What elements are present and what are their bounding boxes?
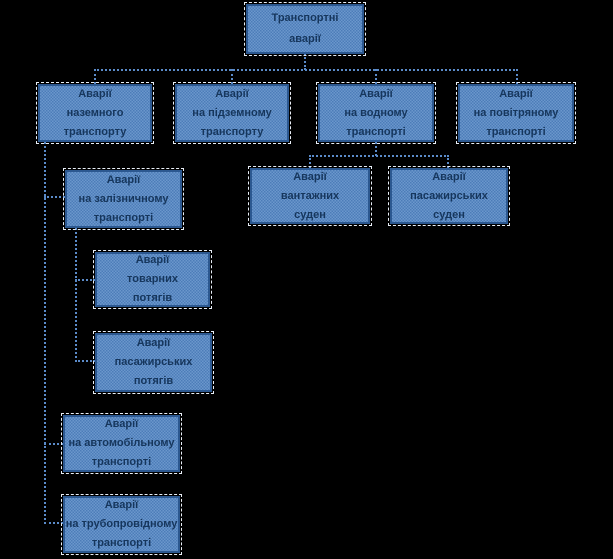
node-freight-trains: Аварії товарних потягів xyxy=(93,250,212,309)
connector-railway-spine xyxy=(75,228,77,362)
connector-drop-ground xyxy=(94,69,96,84)
node-automobile-transport: Аварії на автомобільному транспорті xyxy=(61,413,182,474)
connector-drop-air xyxy=(516,69,518,84)
node-water-transport: Аварії на водному транспорті xyxy=(316,82,436,144)
node-underground-transport: Аварії на підземному транспорту xyxy=(173,82,291,144)
node-ground-transport: Аварії наземного транспорту xyxy=(36,82,154,144)
connector-drop-underground xyxy=(231,69,233,84)
connector-stub-railway xyxy=(44,196,65,198)
node-pipeline-transport: Аварії на трубопровідному транспорті xyxy=(61,494,182,555)
node-passenger-trains: Аварії пасажирських потягів xyxy=(93,331,214,394)
connector-stub-pipeline xyxy=(44,522,63,524)
connector-root-stem xyxy=(304,54,306,70)
connector-stub-freight-trains xyxy=(75,279,95,281)
connector-drop-water xyxy=(375,69,377,84)
connector-water-stem xyxy=(375,142,377,156)
node-transport-accidents: Транспортні аварії xyxy=(244,2,366,56)
connector-level2-bus xyxy=(94,69,518,71)
connector-stub-automobile xyxy=(44,443,63,445)
node-air-transport: Аварії на повітряному транспорті xyxy=(456,82,576,144)
node-passenger-ships: Аварії пасажирських суден xyxy=(388,166,510,226)
node-railway-transport: Аварії на залізничному транспорті xyxy=(63,168,184,230)
node-cargo-ships: Аварії вантажних суден xyxy=(248,166,372,226)
connector-ground-spine xyxy=(44,142,46,524)
connector-ships-bus xyxy=(309,155,449,157)
connector-drop-passenger-ships xyxy=(447,155,449,168)
connector-drop-cargo-ships xyxy=(309,155,311,168)
connector-stub-passenger-trains xyxy=(75,360,95,362)
